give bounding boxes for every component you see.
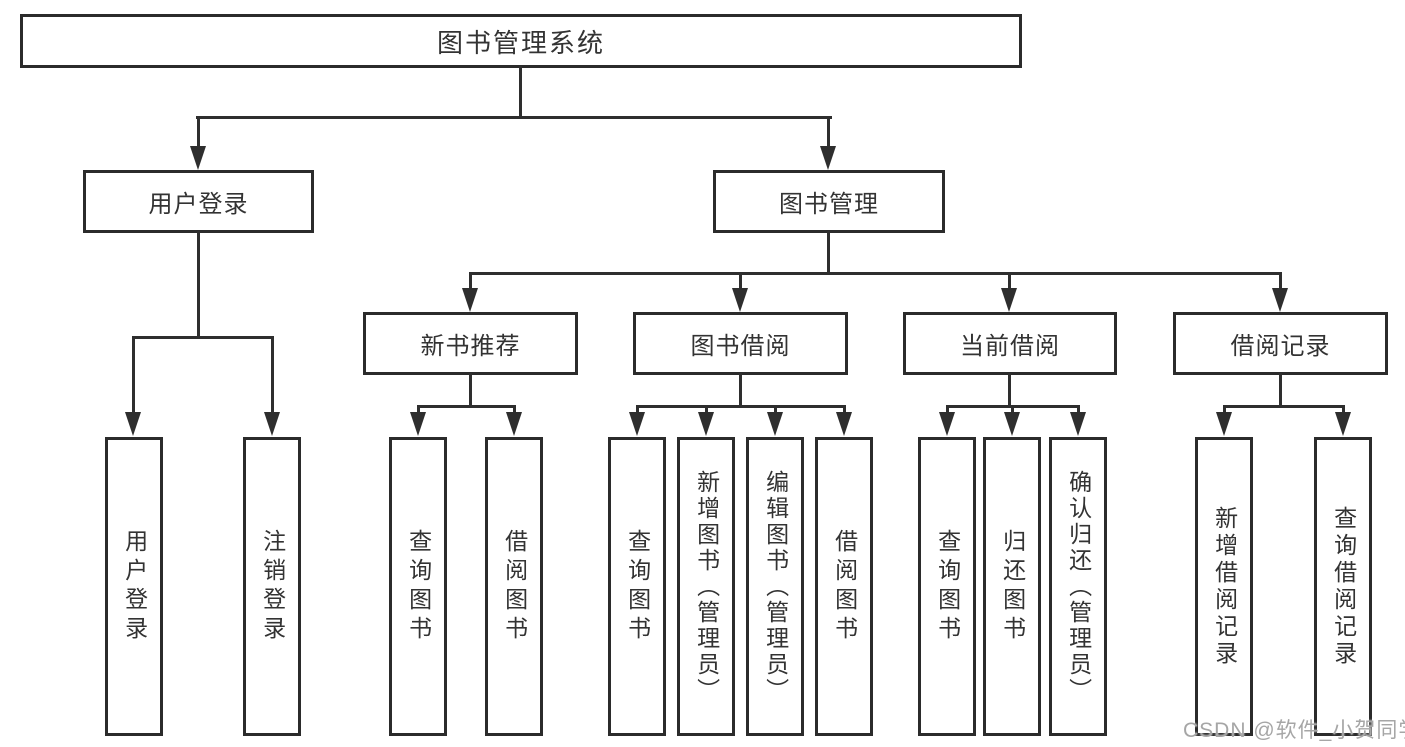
node-leaf-user-login: 用户登录 — [105, 437, 163, 736]
connector-line — [196, 116, 832, 119]
connector-line — [1279, 272, 1282, 290]
connector-line — [132, 336, 274, 339]
connector-line — [827, 231, 830, 274]
node-leaf-newbook-borrow-books: 借阅图书 — [485, 437, 543, 736]
node-leaf-logout-label: 注销登录 — [259, 528, 286, 645]
arrow-head — [836, 412, 852, 436]
connector-line — [469, 272, 1282, 275]
arrow-head — [1335, 412, 1351, 436]
connector-line — [827, 116, 830, 150]
connector-line — [636, 405, 639, 415]
node-leaf-add-borrow-record-label: 新增借阅记录 — [1211, 505, 1238, 668]
node-leaf-query-borrow-record: 查询借阅记录 — [1314, 437, 1372, 736]
node-borrowing-records-label: 借阅记录 — [1230, 333, 1331, 360]
connector-line — [417, 405, 516, 408]
node-user-login-label: 用户登录 — [148, 191, 249, 218]
arrow-head — [629, 412, 645, 436]
arrow-head — [939, 412, 955, 436]
arrow-head — [1004, 412, 1020, 436]
node-leaf-return-books: 归还图书 — [983, 437, 1041, 736]
node-borrowing-records: 借阅记录 — [1173, 312, 1388, 375]
connector-line — [1279, 373, 1282, 406]
node-leaf-edit-books-admin: 编辑图书（管理员） — [746, 437, 804, 736]
node-current-borrowing: 当前借阅 — [903, 312, 1117, 375]
node-leaf-add-books-admin-label: 新增图书（管理员） — [693, 469, 720, 704]
node-root: 图书管理系统 — [20, 14, 1022, 68]
connector-line — [636, 405, 846, 408]
connector-line — [1077, 405, 1080, 415]
connector-line — [469, 272, 472, 290]
arrow-head — [1216, 412, 1232, 436]
connector-line — [1008, 272, 1011, 290]
connector-line — [705, 405, 708, 415]
node-leaf-newbook-query-books: 查询图书 — [389, 437, 447, 736]
connector-line — [739, 272, 742, 290]
arrow-head — [1070, 412, 1086, 436]
node-leaf-logout: 注销登录 — [243, 437, 301, 736]
connector-line — [1008, 373, 1011, 406]
connector-line — [739, 373, 742, 406]
arrow-head — [462, 288, 478, 312]
node-leaf-borrow-query-books: 查询图书 — [608, 437, 666, 736]
arrow-head — [125, 412, 141, 436]
csdn-watermark: CSDN @软件_小贺同学 — [1183, 719, 1405, 742]
arrow-head — [1001, 288, 1017, 312]
node-leaf-add-books-admin: 新增图书（管理员） — [677, 437, 735, 736]
connector-line — [1342, 405, 1345, 415]
connector-line — [132, 336, 135, 414]
node-leaf-borrow-borrow-books-label: 借阅图书 — [831, 528, 858, 645]
arrow-head — [698, 412, 714, 436]
connector-line — [519, 66, 522, 118]
node-leaf-confirm-return-admin-label: 确认归还（管理员） — [1065, 469, 1092, 704]
node-root-label: 图书管理系统 — [436, 27, 605, 58]
arrow-head — [1272, 288, 1288, 312]
node-leaf-query-borrow-record-label: 查询借阅记录 — [1330, 505, 1357, 668]
node-new-book-recommend-label: 新书推荐 — [420, 333, 521, 360]
node-leaf-add-borrow-record: 新增借阅记录 — [1195, 437, 1253, 736]
connector-line — [469, 373, 472, 406]
connector-line — [946, 405, 949, 415]
connector-line — [774, 405, 777, 415]
connector-line — [1223, 405, 1345, 408]
node-leaf-current-query-books: 查询图书 — [918, 437, 976, 736]
node-leaf-newbook-borrow-books-label: 借阅图书 — [501, 528, 528, 645]
node-leaf-borrow-query-books-label: 查询图书 — [624, 528, 651, 645]
arrow-head — [190, 146, 206, 170]
node-leaf-user-login-label: 用户登录 — [121, 528, 148, 645]
connector-line — [1223, 405, 1226, 415]
node-user-login: 用户登录 — [83, 170, 314, 233]
node-book-management-label: 图书管理 — [779, 191, 879, 218]
node-book-borrowing-label: 图书借阅 — [690, 333, 791, 360]
arrow-head — [264, 412, 280, 436]
connector-line — [417, 405, 420, 415]
node-leaf-current-query-books-label: 查询图书 — [934, 528, 961, 645]
connector-line — [1011, 405, 1014, 415]
node-leaf-confirm-return-admin: 确认归还（管理员） — [1049, 437, 1107, 736]
node-current-borrowing-label: 当前借阅 — [960, 333, 1060, 360]
node-leaf-newbook-query-books-label: 查询图书 — [405, 528, 432, 645]
node-leaf-edit-books-admin-label: 编辑图书（管理员） — [762, 469, 789, 704]
arrow-head — [820, 146, 836, 170]
arrow-head — [767, 412, 783, 436]
node-book-management: 图书管理 — [713, 170, 945, 233]
node-leaf-return-books-label: 归还图书 — [999, 528, 1026, 645]
connector-line — [843, 405, 846, 415]
connector-line — [271, 336, 274, 414]
node-leaf-borrow-borrow-books: 借阅图书 — [815, 437, 873, 736]
arrow-head — [410, 412, 426, 436]
node-new-book-recommend: 新书推荐 — [363, 312, 578, 375]
connector-line — [197, 231, 200, 338]
connector-line — [513, 405, 516, 415]
arrow-head — [506, 412, 522, 436]
node-book-borrowing: 图书借阅 — [633, 312, 848, 375]
arrow-head — [732, 288, 748, 312]
connector-line — [197, 116, 200, 150]
